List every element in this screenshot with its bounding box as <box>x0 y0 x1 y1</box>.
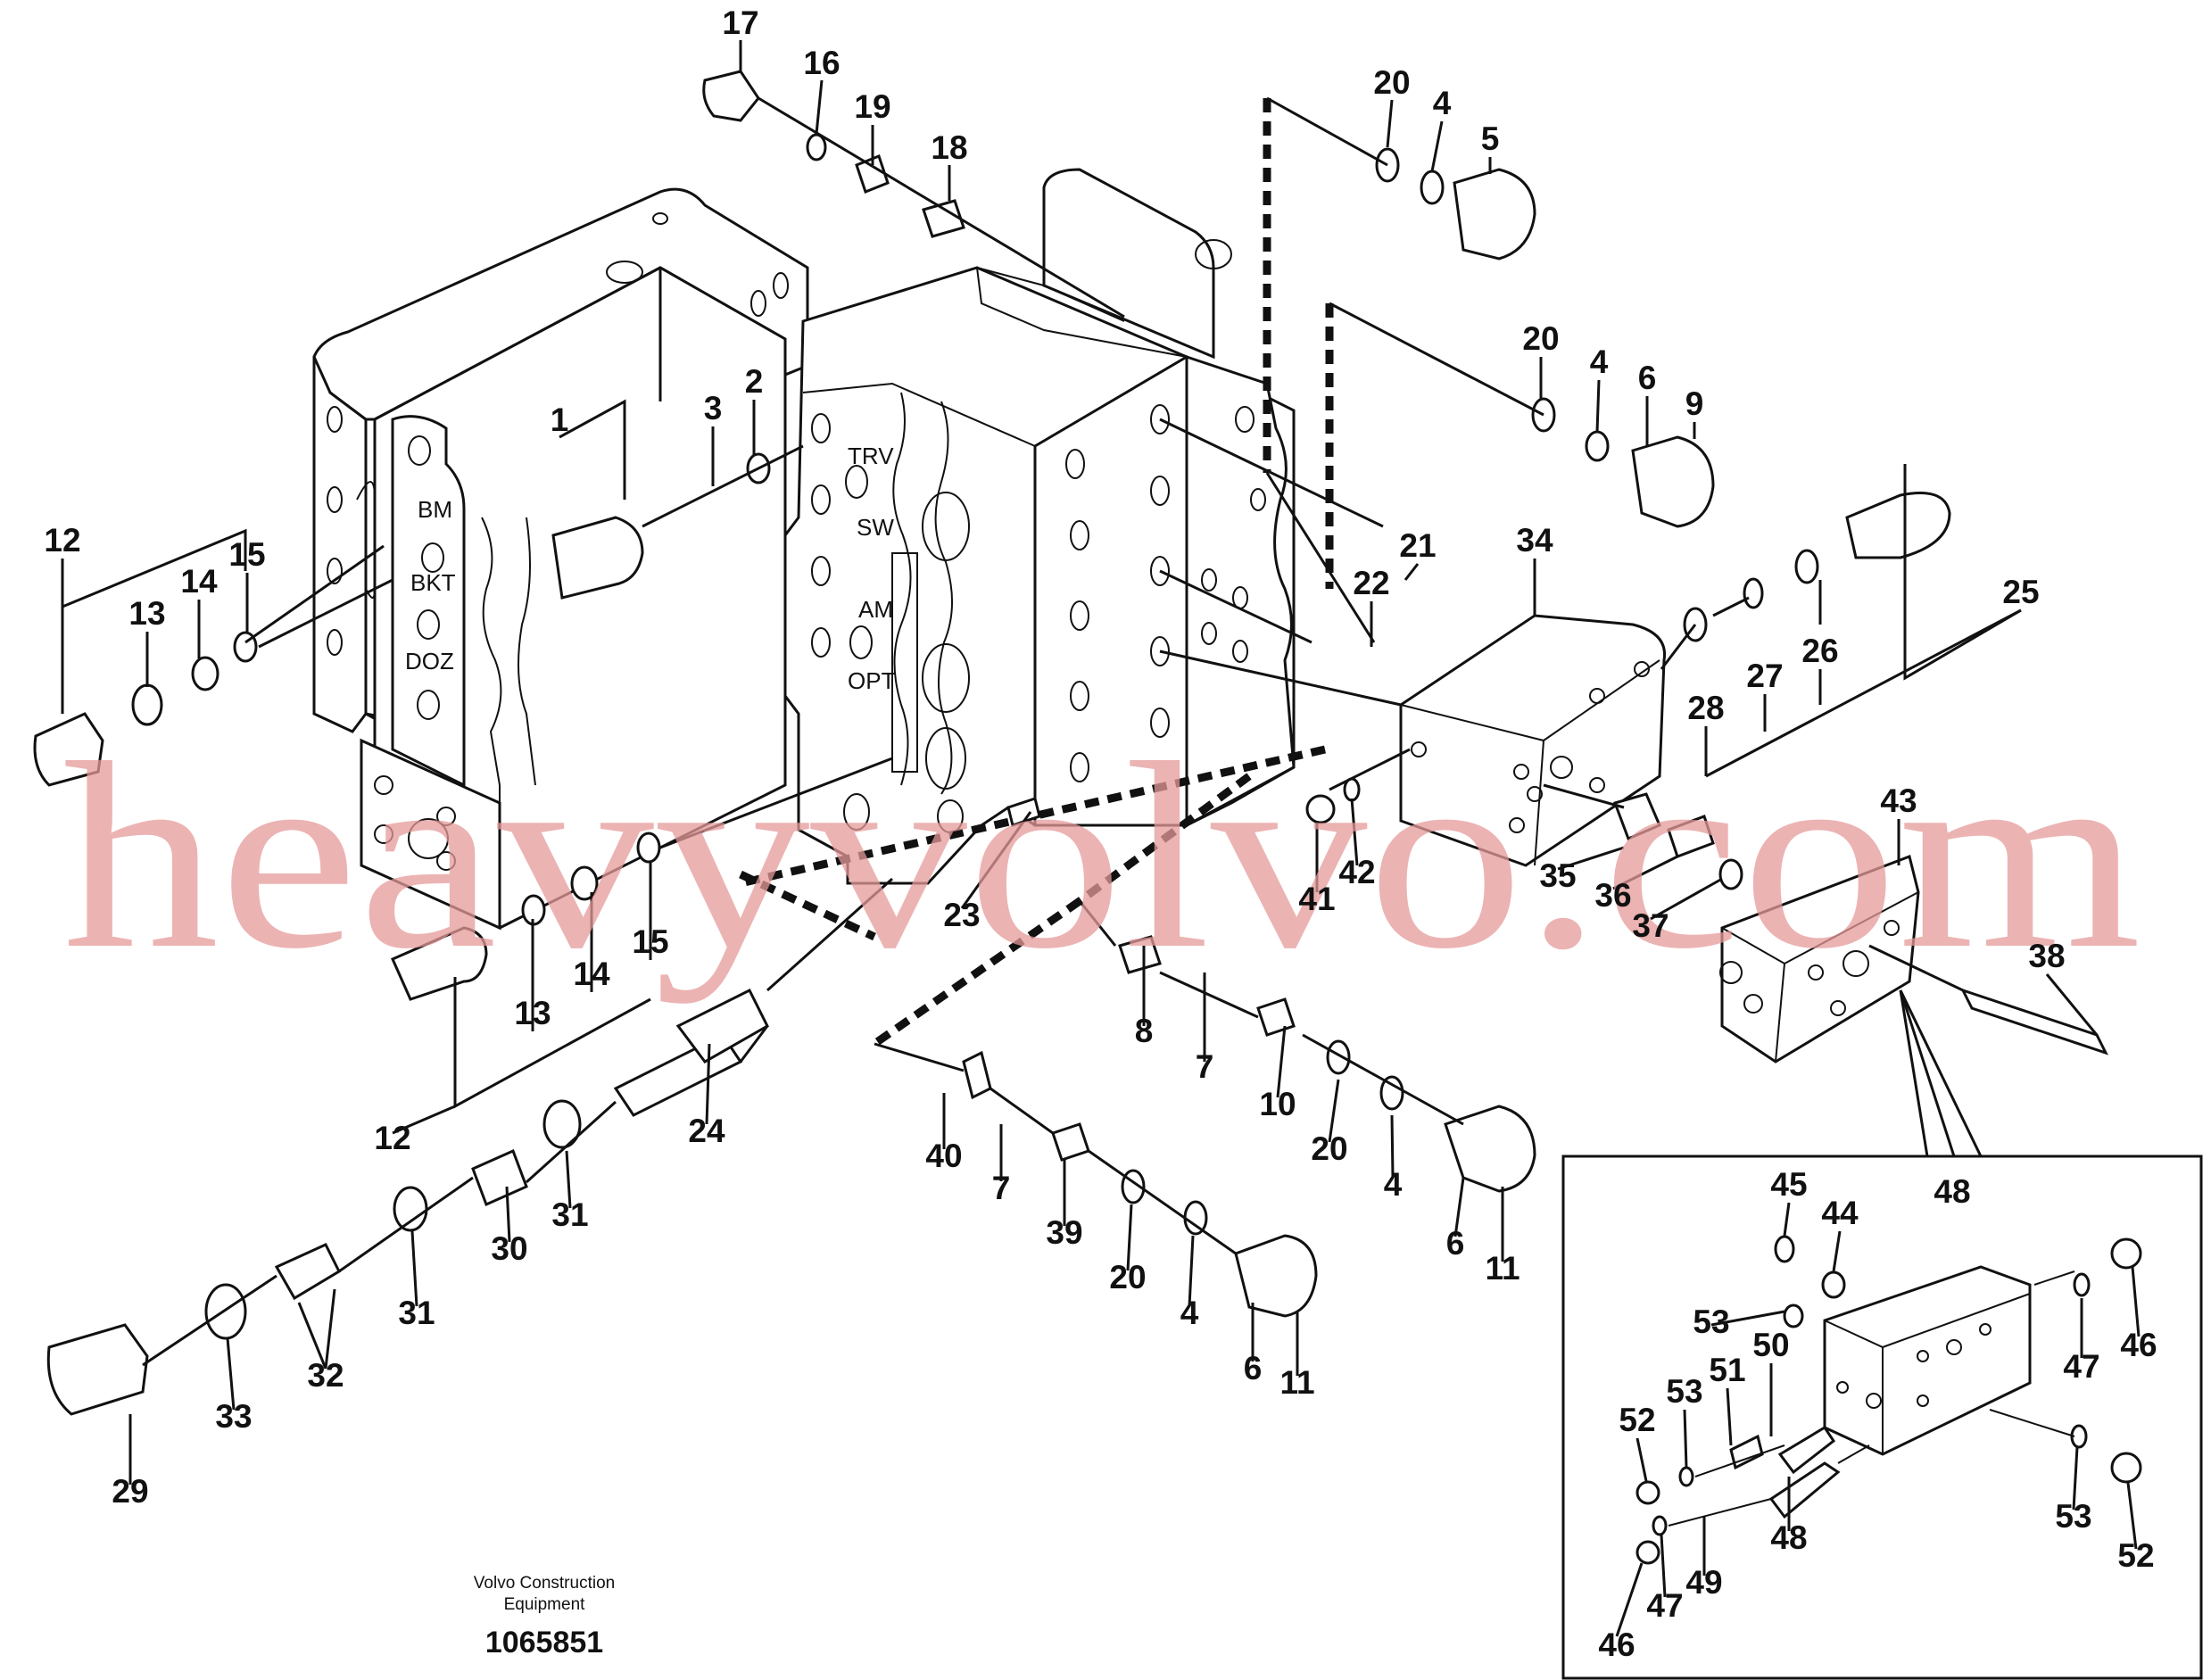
part-callout-20: 20 <box>1109 1259 1146 1295</box>
footer-company: Volvo Construction <box>474 1574 615 1593</box>
part-callout-43: 43 <box>1880 782 1917 819</box>
part-callout-15: 15 <box>228 536 265 573</box>
part-callout-52: 52 <box>1619 1402 1655 1438</box>
part-callout-47: 47 <box>1646 1587 1683 1624</box>
part-callout-21: 21 <box>1399 527 1436 564</box>
document-number: 1065851 <box>485 1626 603 1659</box>
part-callout-3: 3 <box>704 390 723 426</box>
part-callout-4: 4 <box>1180 1295 1199 1331</box>
part-callout-28: 28 <box>1687 690 1724 726</box>
part-callout-27: 27 <box>1746 658 1783 694</box>
part-callout-24: 24 <box>688 1113 725 1149</box>
dashed-boundaries <box>739 98 1334 1047</box>
part-callout-30: 30 <box>491 1230 527 1267</box>
part-callout-45: 45 <box>1770 1166 1807 1203</box>
part-callout-46: 46 <box>1598 1626 1635 1663</box>
part-callout-39: 39 <box>1046 1214 1082 1251</box>
part-callout-1: 1 <box>551 401 569 438</box>
part-callout-53: 53 <box>1666 1373 1702 1410</box>
part-callout-26: 26 <box>1801 633 1838 669</box>
footer-block: Volvo Construction Equipment 1065851 <box>474 1574 615 1659</box>
part-callout-20: 20 <box>1311 1130 1347 1167</box>
part-callout-19: 19 <box>854 88 890 125</box>
watermark: heavyvolvo.com <box>62 708 2141 1005</box>
part-callout-17: 17 <box>722 4 758 41</box>
small-parts <box>33 70 2108 1416</box>
part-callout-34: 34 <box>1516 522 1553 559</box>
part-callout-46: 46 <box>2120 1327 2157 1363</box>
center-valve-body <box>783 168 1296 885</box>
part-callout-22: 22 <box>1353 565 1389 601</box>
part-callout-25: 25 <box>2002 574 2039 610</box>
block-43 <box>1719 854 1920 1063</box>
part-callout-53: 53 <box>2055 1498 2091 1535</box>
part-callout-36: 36 <box>1594 877 1631 914</box>
left-valve-body <box>312 187 809 931</box>
part-callout-4: 4 <box>1384 1166 1403 1203</box>
part-callout-18: 18 <box>931 129 967 166</box>
part-callout-50: 50 <box>1752 1327 1789 1363</box>
valve-section-labels: BM BKT DOZ TRV SW AM OPT <box>405 443 896 694</box>
section-label-opt: OPT <box>848 667 896 694</box>
part-callout-8: 8 <box>1135 1013 1154 1049</box>
part-callout-51: 51 <box>1709 1352 1745 1388</box>
part-callout-41: 41 <box>1298 881 1335 917</box>
part-callout-33: 33 <box>215 1398 252 1435</box>
section-label-bm: BM <box>418 496 452 523</box>
section-label-doz: DOZ <box>405 648 454 674</box>
part-callout-47: 47 <box>2063 1348 2099 1385</box>
part-callout-44: 44 <box>1821 1195 1859 1231</box>
part-callout-23: 23 <box>943 897 980 933</box>
part-callout-7: 7 <box>1196 1048 1214 1085</box>
block-34 <box>1399 614 1667 867</box>
part-callout-29: 29 <box>112 1473 148 1510</box>
part-callout-4: 4 <box>1590 343 1609 380</box>
part-callout-49: 49 <box>1685 1564 1722 1601</box>
part-callout-14: 14 <box>180 563 218 600</box>
part-callout-4: 4 <box>1433 85 1452 121</box>
footer-subtitle: Equipment <box>504 1595 586 1614</box>
part-callout-40: 40 <box>925 1138 962 1174</box>
part-callout-16: 16 <box>803 45 840 81</box>
section-label-am: AM <box>858 596 893 623</box>
part-callout-11: 11 <box>1279 1364 1314 1401</box>
part-callout-6: 6 <box>1638 360 1657 396</box>
section-label-trv: TRV <box>848 443 894 469</box>
part-callout-37: 37 <box>1632 907 1669 944</box>
leader-lines <box>61 40 2141 1637</box>
part-callout-38: 38 <box>2028 938 2065 974</box>
part-callout-7: 7 <box>992 1170 1011 1206</box>
part-callout-35: 35 <box>1539 857 1576 894</box>
part-callout-48: 48 <box>1770 1519 1807 1556</box>
section-label-bkt: BKT <box>410 569 456 596</box>
part-callout-12: 12 <box>374 1120 410 1156</box>
part-callout-20: 20 <box>1522 320 1559 357</box>
part-callout-13: 13 <box>128 595 165 632</box>
part-callout-14: 14 <box>573 956 610 992</box>
part-callout-13: 13 <box>514 995 551 1031</box>
part-callout-52: 52 <box>2117 1537 2154 1574</box>
part-callout-10: 10 <box>1259 1086 1296 1122</box>
section-label-sw: SW <box>857 514 894 541</box>
part-callout-6: 6 <box>1446 1225 1465 1262</box>
part-callout-31: 31 <box>551 1196 588 1233</box>
part-callout-15: 15 <box>632 923 668 960</box>
part-callout-5: 5 <box>1481 120 1500 157</box>
part-callout-32: 32 <box>307 1357 344 1394</box>
part-callout-9: 9 <box>1685 385 1704 422</box>
detail-inset <box>1561 989 2203 1680</box>
part-callout-20: 20 <box>1373 64 1410 101</box>
part-callout-31: 31 <box>398 1295 435 1331</box>
part-callout-2: 2 <box>745 363 764 400</box>
part-callout-6: 6 <box>1244 1350 1263 1386</box>
part-callout-12: 12 <box>44 522 80 559</box>
part-callout-11: 11 <box>1485 1250 1520 1287</box>
part-callout-53: 53 <box>1693 1303 1729 1340</box>
part-callout-48: 48 <box>1934 1173 1970 1210</box>
part-callout-42: 42 <box>1338 854 1375 890</box>
